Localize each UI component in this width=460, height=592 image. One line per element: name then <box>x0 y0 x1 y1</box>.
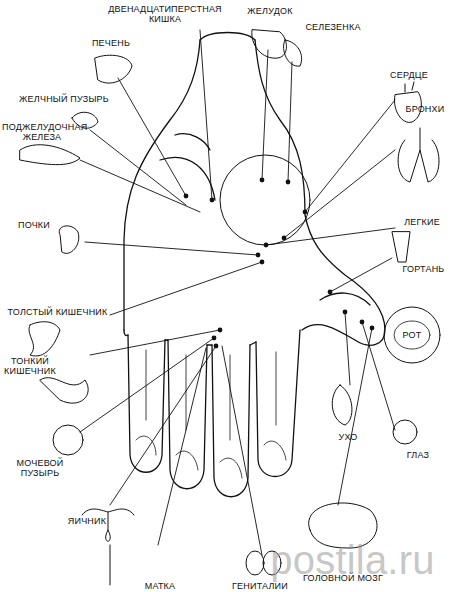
organ-label: ЯИЧНИК <box>62 516 112 526</box>
organ-label: РОТ <box>392 330 432 340</box>
organ-label: ПОДЖЕЛУДОЧНАЯ ЖЕЛЕЗА <box>2 122 82 142</box>
reflex-points <box>184 178 375 349</box>
organ-label: ПОЧКИ <box>12 220 56 230</box>
organ-label: ЛЕГКИЕ <box>398 217 446 227</box>
leader-lines <box>80 30 395 555</box>
organ-label: БРОНХИ <box>400 104 450 114</box>
wrist-top <box>200 33 255 41</box>
organ-label: ПЕЧЕНЬ <box>86 38 136 48</box>
organ-label: ГЕНИТАЛИИ <box>228 581 292 591</box>
organ-label: СЕЛЕЗЕНКА <box>298 22 368 32</box>
organ-label: ДВЕНАДЦАТИПЕРСТНАЯ КИШКА <box>105 4 225 24</box>
organ-label: ГОРТАНЬ <box>396 264 451 274</box>
organ-label: ТОЛСТЫЙ КИШЕЧНИК <box>0 307 115 317</box>
hand-outline <box>124 40 385 345</box>
organ-label: МАТКА <box>130 581 190 591</box>
organ-label: ТОНКИЙ КИШЕЧНИК <box>0 356 60 376</box>
organ-label: СЕРДЦЕ <box>384 70 434 80</box>
palm-crease <box>160 134 215 200</box>
organ-label: ЖЕЛЧНЫЙ ПУЗЫРЬ <box>14 94 114 104</box>
organ-label: ЖЕЛУДОК <box>240 6 300 16</box>
thumb-crease <box>320 293 370 305</box>
organ-label: МОЧЕВОЙ ПУЗЫРЬ <box>10 458 70 478</box>
watermark: postila.ru <box>245 538 460 582</box>
organ-label: ГЛАЗ <box>398 450 438 460</box>
thenar-circle <box>220 155 310 245</box>
fingers <box>124 330 300 497</box>
organ-label: УХО <box>330 432 366 442</box>
